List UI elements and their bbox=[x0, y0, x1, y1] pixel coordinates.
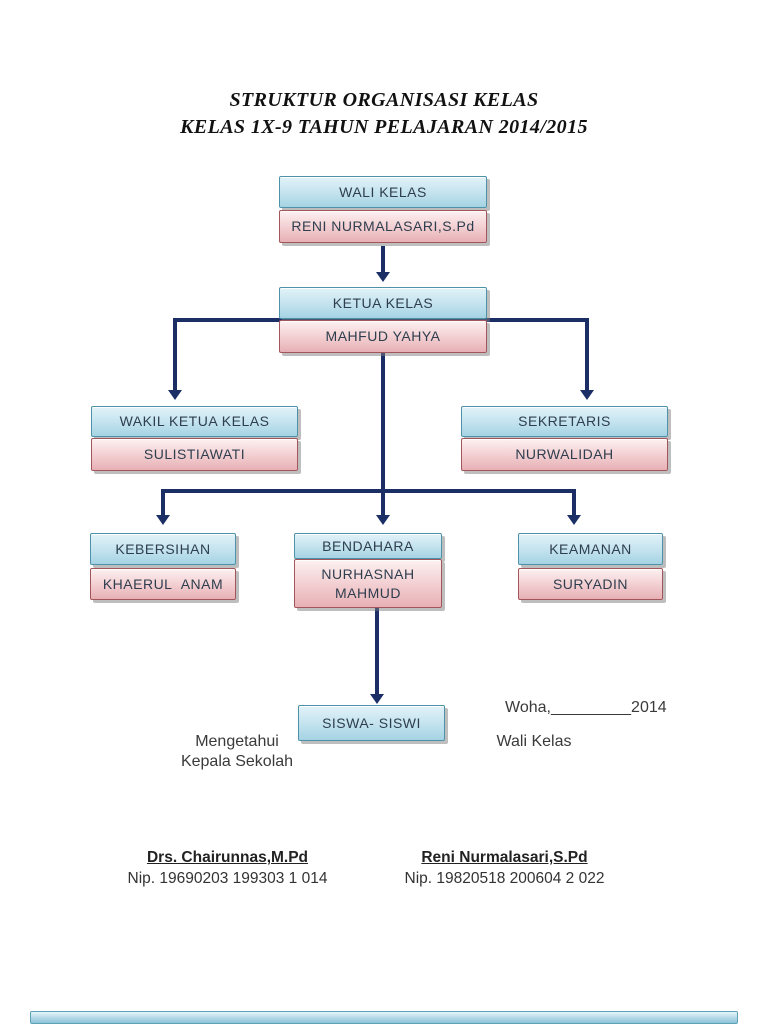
name-label: MAHFUD YAHYA bbox=[325, 328, 441, 344]
arrowhead-down-icon bbox=[156, 515, 170, 525]
arrowhead-down-icon bbox=[567, 515, 581, 525]
org-node-wakil-ketua-kelas: WAKIL KETUA KELAS SULISTIAWATI bbox=[91, 406, 298, 471]
arrowhead-down-icon bbox=[168, 390, 182, 400]
role-label: WALI KELAS bbox=[339, 183, 427, 200]
name-box: NURWALIDAH bbox=[461, 438, 668, 471]
role-box: WAKIL KETUA KELAS bbox=[91, 406, 298, 437]
name-box: RENI NURMALASARI,S.Pd bbox=[279, 210, 487, 243]
right-signature-heading: Wali Kelas bbox=[496, 733, 572, 750]
role-label: KETUA KELAS bbox=[332, 294, 434, 311]
role-label: KEAMANAN bbox=[549, 540, 632, 557]
name-label: KHAERUL ANAM bbox=[102, 575, 224, 592]
org-node-bendahara: BENDAHARA NURHASNAH MAHMUD bbox=[294, 533, 442, 608]
arrowhead-down-icon bbox=[580, 390, 594, 400]
name-label: NURWALIDAH bbox=[515, 446, 614, 462]
role-box: KETUA KELAS bbox=[279, 287, 487, 319]
right-signer-nip: Nip. 19820518 200604 2 022 bbox=[404, 870, 605, 887]
right-signer-name: Reni Nurmalasari,S.Pd bbox=[421, 849, 588, 866]
left-signer-name: Drs. Chairunnas,M.Pd bbox=[146, 849, 309, 866]
connector-row3-horizontal bbox=[161, 489, 576, 493]
role-label: SEKRETARIS bbox=[518, 413, 611, 429]
kepala-sekolah-label: Kepala Sekolah bbox=[180, 753, 294, 770]
org-node-ketua-kelas: KETUA KELAS MAHFUD YAHYA bbox=[279, 287, 487, 353]
arrowhead-down-icon bbox=[376, 272, 390, 282]
org-node-kebersihan: KEBERSIHAN KHAERUL ANAM bbox=[90, 533, 236, 600]
connector-row3-left-vertical bbox=[161, 489, 165, 515]
place-date-line: Woha,_________2014 bbox=[505, 699, 667, 716]
name-label: NURHASNAH MAHMUD bbox=[321, 565, 415, 601]
role-label: BENDAHARA bbox=[322, 537, 414, 554]
name-box: SURYADIN bbox=[518, 568, 663, 600]
arrowhead-down-icon bbox=[376, 515, 390, 525]
name-label: SURYADIN bbox=[552, 575, 629, 592]
left-signature-heading: Mengetahui Kepala Sekolah bbox=[158, 732, 316, 772]
name-box: SULISTIAWATI bbox=[91, 438, 298, 471]
connector-branch-left-vertical bbox=[173, 318, 177, 392]
org-node-keamanan: KEAMANAN SURYADIN bbox=[518, 533, 663, 600]
title-line-2: KELAS 1X-9 TAHUN PELAJARAN 2014/2015 bbox=[180, 116, 588, 138]
name-box: KHAERUL ANAM bbox=[90, 568, 236, 600]
org-node-sekretaris: SEKRETARIS NURWALIDAH bbox=[461, 406, 668, 471]
role-box: SISWA- SISWI bbox=[298, 705, 445, 741]
role-label: KEBERSIHAN bbox=[115, 540, 211, 557]
left-signer-nip: Nip. 19690203 199303 1 014 bbox=[127, 870, 328, 887]
role-label: WAKIL KETUA KELAS bbox=[119, 413, 270, 429]
page-title: STRUKTUR ORGANISASI KELAS KELAS 1X-9 TAH… bbox=[0, 87, 768, 141]
name-label: RENI NURMALASARI,S.Pd bbox=[291, 218, 475, 234]
connector-wali-to-ketua bbox=[381, 246, 385, 273]
name-box: NURHASNAH MAHMUD bbox=[294, 559, 442, 608]
role-box: SEKRETARIS bbox=[461, 406, 668, 437]
next-page-edge-bar bbox=[30, 1011, 738, 1024]
org-node-siswa-siswi: SISWA- SISWI bbox=[298, 705, 445, 741]
connector-row3-right-vertical bbox=[572, 489, 576, 515]
role-box: BENDAHARA bbox=[294, 533, 442, 559]
org-node-wali-kelas: WALI KELAS RENI NURMALASARI,S.Pd bbox=[279, 176, 487, 243]
role-box: KEAMANAN bbox=[518, 533, 663, 565]
connector-branch-right-vertical bbox=[585, 318, 589, 392]
title-line-1: STRUKTUR ORGANISASI KELAS bbox=[229, 89, 539, 111]
role-box: KEBERSIHAN bbox=[90, 533, 236, 565]
right-signature-block: Reni Nurmalasari,S.Pd Nip. 19820518 2006… bbox=[387, 847, 622, 889]
role-box: WALI KELAS bbox=[279, 176, 487, 208]
name-label: SULISTIAWATI bbox=[143, 446, 246, 462]
mengetahui-label: Mengetahui bbox=[195, 733, 279, 750]
arrowhead-down-icon bbox=[370, 694, 384, 704]
connector-bendahara-to-siswa bbox=[375, 608, 379, 696]
connector-ketua-to-row3-vertical bbox=[381, 352, 385, 515]
name-box: MAHFUD YAHYA bbox=[279, 320, 487, 353]
role-label: SISWA- SISWI bbox=[322, 714, 421, 731]
left-signature-block: Drs. Chairunnas,M.Pd Nip. 19690203 19930… bbox=[110, 847, 345, 889]
